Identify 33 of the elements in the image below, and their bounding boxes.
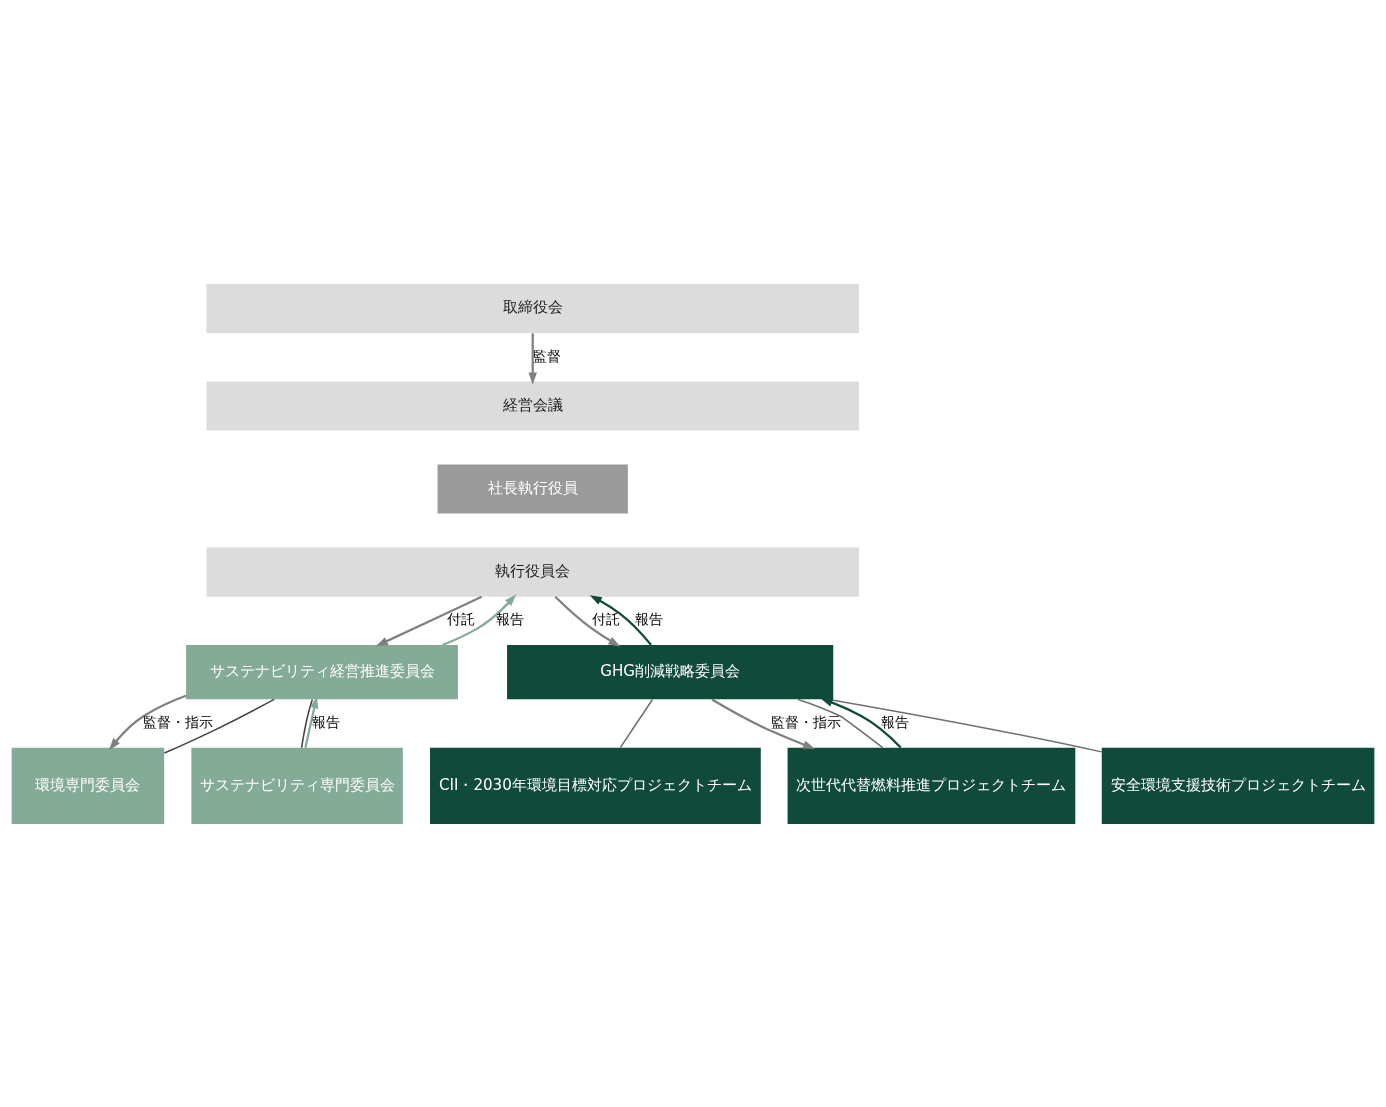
node-box: 取締役会 <box>206 283 859 333</box>
arrow <box>554 595 621 647</box>
connector <box>163 698 275 754</box>
edge-label: 監督・指示 <box>143 713 214 730</box>
connector <box>797 698 884 748</box>
connector <box>619 698 654 748</box>
node-box: 安全環境支援技術プロジェクトチーム <box>1101 747 1375 824</box>
edge-label: 監督 <box>532 347 561 364</box>
node-box: サステナビリティ専門委員会 <box>191 747 403 824</box>
arrow <box>109 694 187 750</box>
arrow <box>711 698 816 749</box>
arrow <box>528 332 537 385</box>
arrow <box>820 697 902 748</box>
arrow <box>589 594 652 646</box>
node-box: 環境専門委員会 <box>11 747 165 824</box>
node-box: サステナビリティ経営推進委員会 <box>186 644 458 699</box>
node-box: 執行役員会 <box>206 547 859 597</box>
node-box: 経営会議 <box>206 380 859 431</box>
edge-label: 報告 <box>312 713 341 730</box>
edge-label: 付託 <box>591 610 620 627</box>
connector <box>828 698 1103 753</box>
edge-label: 報告 <box>634 610 663 627</box>
node-box: 次世代代替燃料推進プロジェクトチーム <box>787 747 1076 824</box>
node-box: CII・2030年環境目標対応プロジェクトチーム <box>430 747 761 824</box>
arrow <box>375 595 483 646</box>
edge-label: 報告 <box>880 713 909 730</box>
arrow <box>442 593 517 646</box>
edge-label: 報告 <box>496 610 525 627</box>
edge-label: 監督・指示 <box>770 713 841 730</box>
node-box: 社長執行役員 <box>437 464 628 514</box>
node-box: GHG削減戦略委員会 <box>507 644 834 699</box>
edge-label: 付託 <box>446 610 475 627</box>
connector <box>300 698 314 748</box>
